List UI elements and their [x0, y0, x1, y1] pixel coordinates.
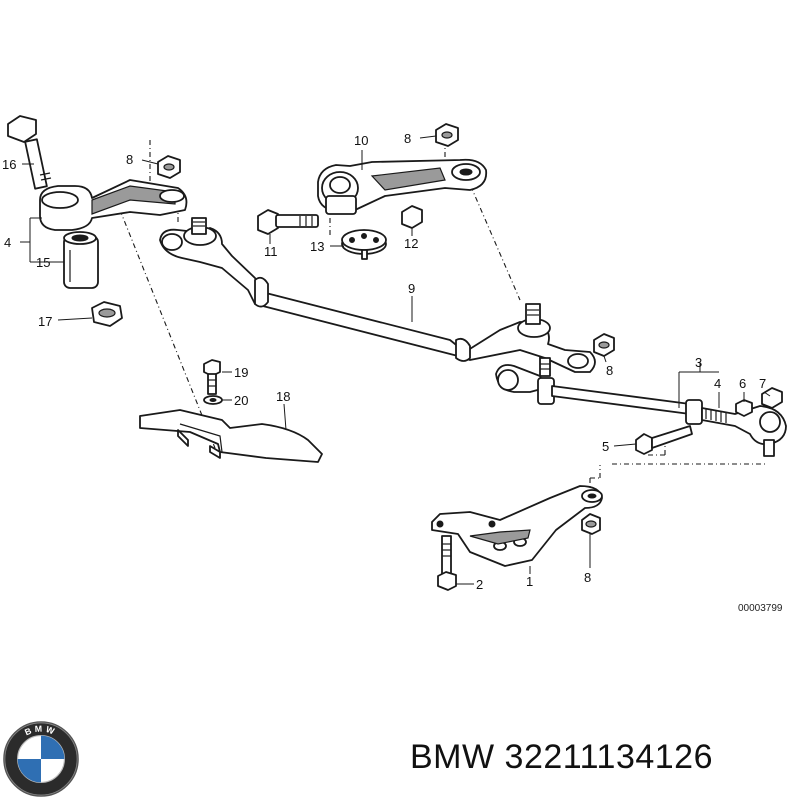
nut-part-8-d: [581, 513, 601, 535]
callout-8-d: 8: [584, 570, 591, 585]
nut-part-8-a: [157, 155, 181, 179]
callout-labels: 16 4 15 17 8 10 8 11 13 12 9 8 3 4 6 7 5…: [2, 131, 783, 614]
callout-7: 7: [759, 376, 766, 391]
nut-part-12: [401, 205, 423, 229]
callout-10: 10: [354, 133, 368, 148]
leader-lines: [20, 135, 771, 585]
callout-13: 13: [310, 239, 324, 254]
washer-part-13: [341, 229, 387, 260]
bolt-part-5: [635, 425, 693, 455]
callout-14: 4: [4, 235, 11, 250]
bmw-logo: BMW: [3, 721, 79, 797]
callout-19: 19: [234, 365, 248, 380]
callout-15: 15: [36, 255, 50, 270]
callout-3: 3: [695, 355, 702, 370]
bracket-part-10: [317, 158, 488, 215]
callout-9: 9: [408, 281, 415, 296]
callout-1: 1: [526, 574, 533, 589]
bolt-part-2: [437, 535, 457, 591]
idler-bolt-part-16: [7, 115, 52, 190]
callout-8-b: 8: [404, 131, 411, 146]
callout-8-a: 8: [126, 152, 133, 167]
callout-4: 4: [714, 376, 721, 391]
callout-11: 11: [264, 244, 278, 259]
washer-part-20: [203, 395, 223, 405]
bushing-part-15: [63, 231, 99, 289]
nut-part-8-c: [593, 333, 615, 357]
drag-link-part-9: [159, 217, 596, 373]
callout-16: 16: [2, 157, 16, 172]
bolt-part-11: [257, 209, 319, 235]
idler-arm-bracket: [39, 179, 188, 231]
callout-2: 2: [476, 577, 483, 592]
bolt-part-19: [203, 359, 221, 395]
callout-17: 17: [38, 314, 52, 329]
callout-6: 6: [739, 376, 746, 391]
tie-rod-part-3: [495, 357, 787, 457]
steering-arm-part-1: [431, 485, 603, 567]
callout-12: 12: [404, 236, 418, 251]
brand-part-number: BMW 32211134126: [410, 738, 713, 776]
diagram-reference-code: 00003799: [738, 603, 783, 614]
bmw-logo-lettering: BMW: [23, 724, 58, 738]
nut-part-17: [91, 301, 123, 327]
nut-part-8-b: [435, 123, 459, 147]
callout-5: 5: [602, 439, 609, 454]
skid-plate-part-18: [139, 409, 323, 463]
nut-part-6: [735, 399, 753, 417]
callout-20: 20: [234, 393, 248, 408]
callout-18: 18: [276, 389, 290, 404]
callout-8-c: 8: [606, 363, 613, 378]
